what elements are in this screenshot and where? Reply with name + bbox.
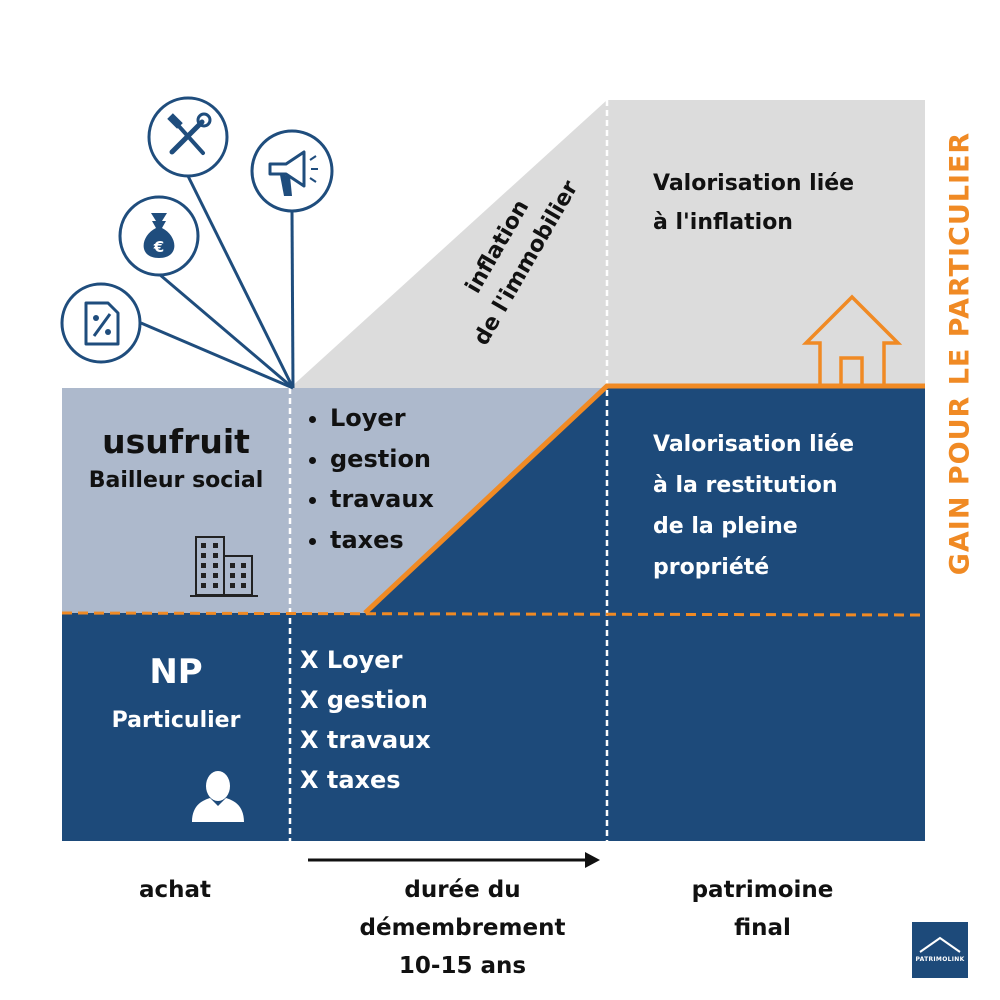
icon-connectors [140,175,295,390]
text-line: démembrement [359,915,566,941]
inflation-zone [290,100,607,388]
text-line: patrimoine [691,877,834,903]
person-icon [192,771,244,822]
valorisation-inflation-text: Valorisation liée à l'inflation [653,164,913,242]
house-icon [801,294,903,388]
logo-text: PATRIMOLINK [915,956,965,963]
list-item: Loyer [330,398,434,439]
list-item: travaux [330,479,434,520]
list-item: X Loyer [300,646,403,674]
megaphone-icon [250,129,334,213]
np-title: NP [149,652,203,692]
text-line: Valorisation liée [653,171,855,196]
valorisation-restitution-text: Valorisation liée à la restitution de la… [653,424,913,588]
list-item: gestion [330,439,434,480]
gain-label: GAIN POUR LE PARTICULIER [944,131,976,576]
final-inflation-zone [607,100,925,388]
text-line: durée du [404,877,521,903]
bottom-label-achat: achat [138,877,212,903]
percent-document-icon [60,282,142,364]
list-item: taxes [330,520,434,561]
text-line: de la pleine [653,514,798,539]
patrimolink-logo: PATRIMOLINK [912,922,968,978]
list-item: X travaux [300,726,431,754]
x-charges-list: X Loyer X gestion X travaux X taxes [300,640,431,800]
text-line: à l'inflation [653,210,793,235]
timeline-arrow [308,852,600,868]
list-item: X taxes [300,766,401,794]
money-bag-euro-icon: € [118,195,200,277]
text-line: à la restitution [653,473,838,498]
np-growth-zone [365,388,925,613]
np-subtitle: Particulier [111,708,241,733]
logo-roof-icon [919,936,961,953]
svg-text:€: € [153,238,164,256]
text-line: 10-15 ans [398,953,527,979]
bottom-label-patrimoine: patrimoine final [640,871,885,947]
text-line: final [734,915,791,941]
text-line: propriété [653,555,770,580]
building-icon [190,536,258,597]
charges-list: Loyer gestion travaux taxes [298,398,434,560]
list-item: X gestion [300,686,428,714]
usufruit-decline-zone [290,388,607,613]
text-line: Valorisation liée [653,432,855,457]
tools-icon [147,96,229,178]
usufruit-title: usufruit [102,422,250,461]
usufruit-subtitle: Bailleur social [88,468,264,493]
bottom-label-duree: durée du démembrement 10-15 ans [320,871,605,985]
